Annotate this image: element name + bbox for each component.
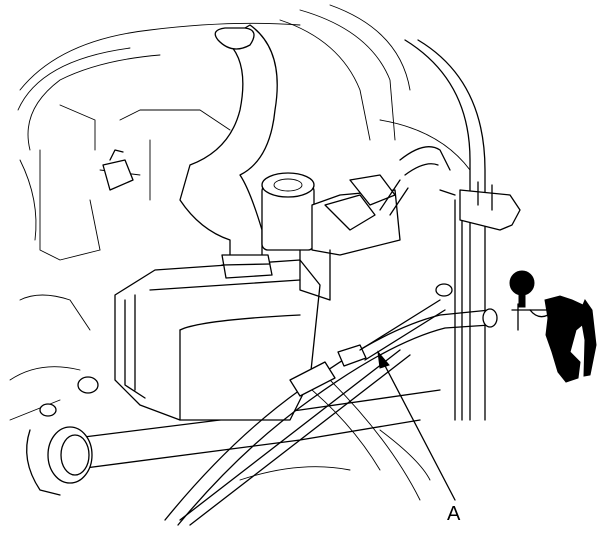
- main-pipe: [26, 389, 441, 496]
- curved-lines-right: [404, 39, 486, 421]
- mounting-bolt: [39, 376, 99, 417]
- hose-bracket: [439, 181, 521, 231]
- hose-clip-left: [102, 149, 134, 191]
- upper-hose: [179, 24, 278, 279]
- callout-label-a: A: [447, 503, 461, 525]
- callout-leader-a: [377, 350, 456, 501]
- vacuum-hose-a: [164, 146, 498, 526]
- vacuum-pump-gauge-icon: [509, 270, 597, 383]
- evap-canister: [114, 259, 321, 421]
- purge-valve: [261, 172, 401, 301]
